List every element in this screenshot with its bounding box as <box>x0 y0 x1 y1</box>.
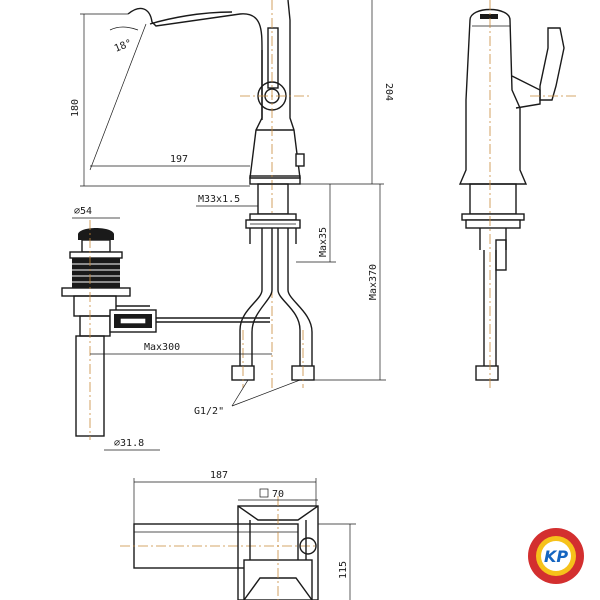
kp-logo: KP <box>528 528 584 584</box>
top-dimensions: 187 70 115 <box>133 470 356 600</box>
dim-spout-height: 180 <box>70 99 81 117</box>
faucet-side-view <box>458 0 576 390</box>
logo-text: KP <box>544 547 568 566</box>
dim-square-70: 70 <box>272 489 284 500</box>
dim-depth-115: 115 <box>338 561 349 579</box>
faucet-front-view <box>127 0 315 390</box>
dim-inlet: G1/2" <box>194 406 224 417</box>
dim-overall-height: 204 <box>383 83 394 101</box>
front-dimensions: 180 18° 197 204 M33x1.5 Max35 Max370 G1/… <box>70 0 394 417</box>
dim-max35: Max35 <box>318 227 329 257</box>
dim-max300: Max300 <box>144 342 180 353</box>
drain-dimensions: ⌀54 Max300 ⌀31.8 <box>72 206 272 451</box>
dim-drain-dia: ⌀54 <box>74 206 92 217</box>
dim-pipe-dia: ⌀31.8 <box>114 438 144 449</box>
dim-spout-reach: 197 <box>170 154 188 165</box>
dim-thread: M33x1.5 <box>198 194 240 205</box>
drain-assembly <box>61 220 270 440</box>
dim-angle: 18° <box>113 38 134 55</box>
faucet-top-view <box>120 496 319 600</box>
dim-width-187: 187 <box>210 470 228 481</box>
dim-max370: Max370 <box>368 264 379 300</box>
